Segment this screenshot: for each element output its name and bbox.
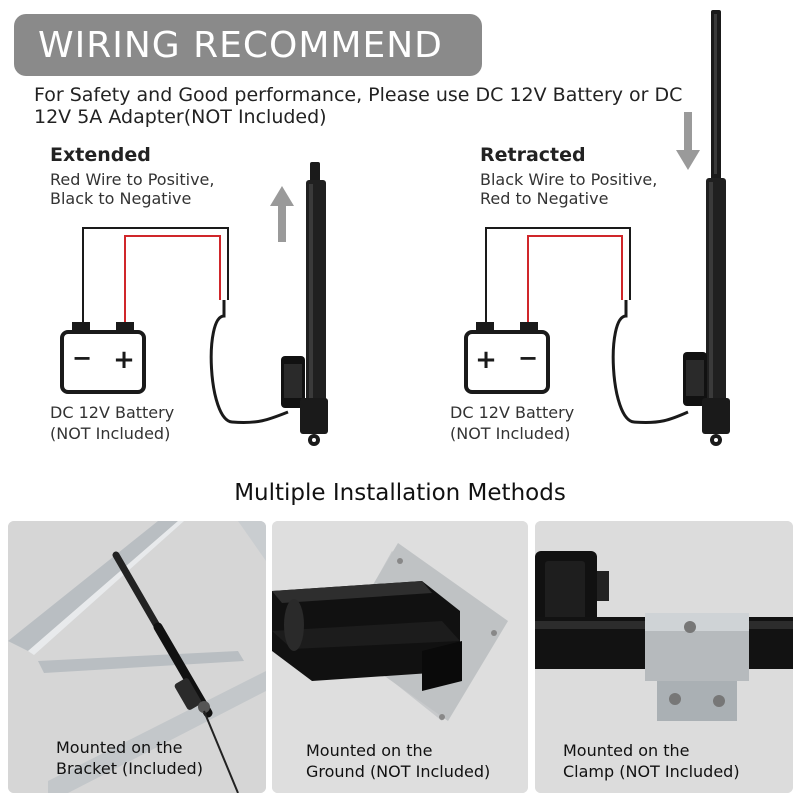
caption-line-1: Mounted on the [563,741,690,760]
caption-line-2: Ground (NOT Included) [306,762,491,781]
wiring-banner: WIRING RECOMMEND [14,14,482,76]
caption-line-2: Clamp (NOT Included) [563,762,740,781]
extend-arrow-icon [270,186,294,242]
installation-title: Multiple Installation Methods [234,480,566,506]
cable-loop [611,300,689,424]
intro-text: For Safety and Good performance, Please … [34,84,683,128]
cable-loop [209,300,289,424]
bracket-photo [8,521,266,793]
caption-line-1: Mounted on the [56,738,183,757]
retracted-description: Black Wire to Positive, Red to Negative [480,170,657,208]
red-wire [527,235,623,332]
battery-line-2: (NOT Included) [50,424,171,443]
battery-line-1: DC 12V Battery [450,403,575,422]
extended-diagram: − + [60,162,328,446]
ground-caption: Mounted on the Ground (NOT Included) [306,740,490,782]
extended-battery-label: DC 12V Battery (NOT Included) [50,402,174,444]
install-panel-bracket: Mounted on the Bracket (Included) [8,521,266,793]
retracted-diagram: + − [464,10,730,446]
wiring-diagrams: − + + − [60,10,730,446]
black-wire [485,227,631,332]
caption-line-2: Bracket (Included) [56,759,203,778]
battery-icon: + − [464,322,550,394]
extended-line-1: Red Wire to Positive, [50,170,215,189]
banner-title: WIRING RECOMMEND [38,24,443,66]
extended-line-2: Black to Negative [50,189,192,208]
retracted-title: Retracted [480,144,586,166]
retracted-line-1: Black Wire to Positive, [480,170,658,189]
actuator-extended [281,162,328,446]
clamp-caption: Mounted on the Clamp (NOT Included) [563,740,740,782]
bracket-caption: Mounted on the Bracket (Included) [56,737,203,779]
retract-arrow-icon [676,112,700,170]
actuator-retracted [683,10,730,446]
plus-sign: + [113,345,135,375]
red-wire [124,235,221,332]
extended-title: Extended [50,144,151,166]
install-panel-clamp: Mounted on the Clamp (NOT Included) [535,521,793,793]
black-wire [82,227,229,332]
install-panel-ground: Mounted on the Ground (NOT Included) [272,521,528,793]
plus-sign: + [475,345,497,375]
extended-description: Red Wire to Positive, Black to Negative [50,170,214,208]
ground-photo [272,521,528,793]
caption-line-1: Mounted on the [306,741,433,760]
battery-line-1: DC 12V Battery [50,403,175,422]
retracted-battery-label: DC 12V Battery (NOT Included) [450,402,574,444]
battery-line-2: (NOT Included) [450,424,571,443]
minus-sign: − [518,344,538,372]
battery-icon: − + [60,322,146,394]
retracted-line-2: Red to Negative [480,189,609,208]
minus-sign: − [72,344,92,372]
clamp-photo [535,521,793,793]
